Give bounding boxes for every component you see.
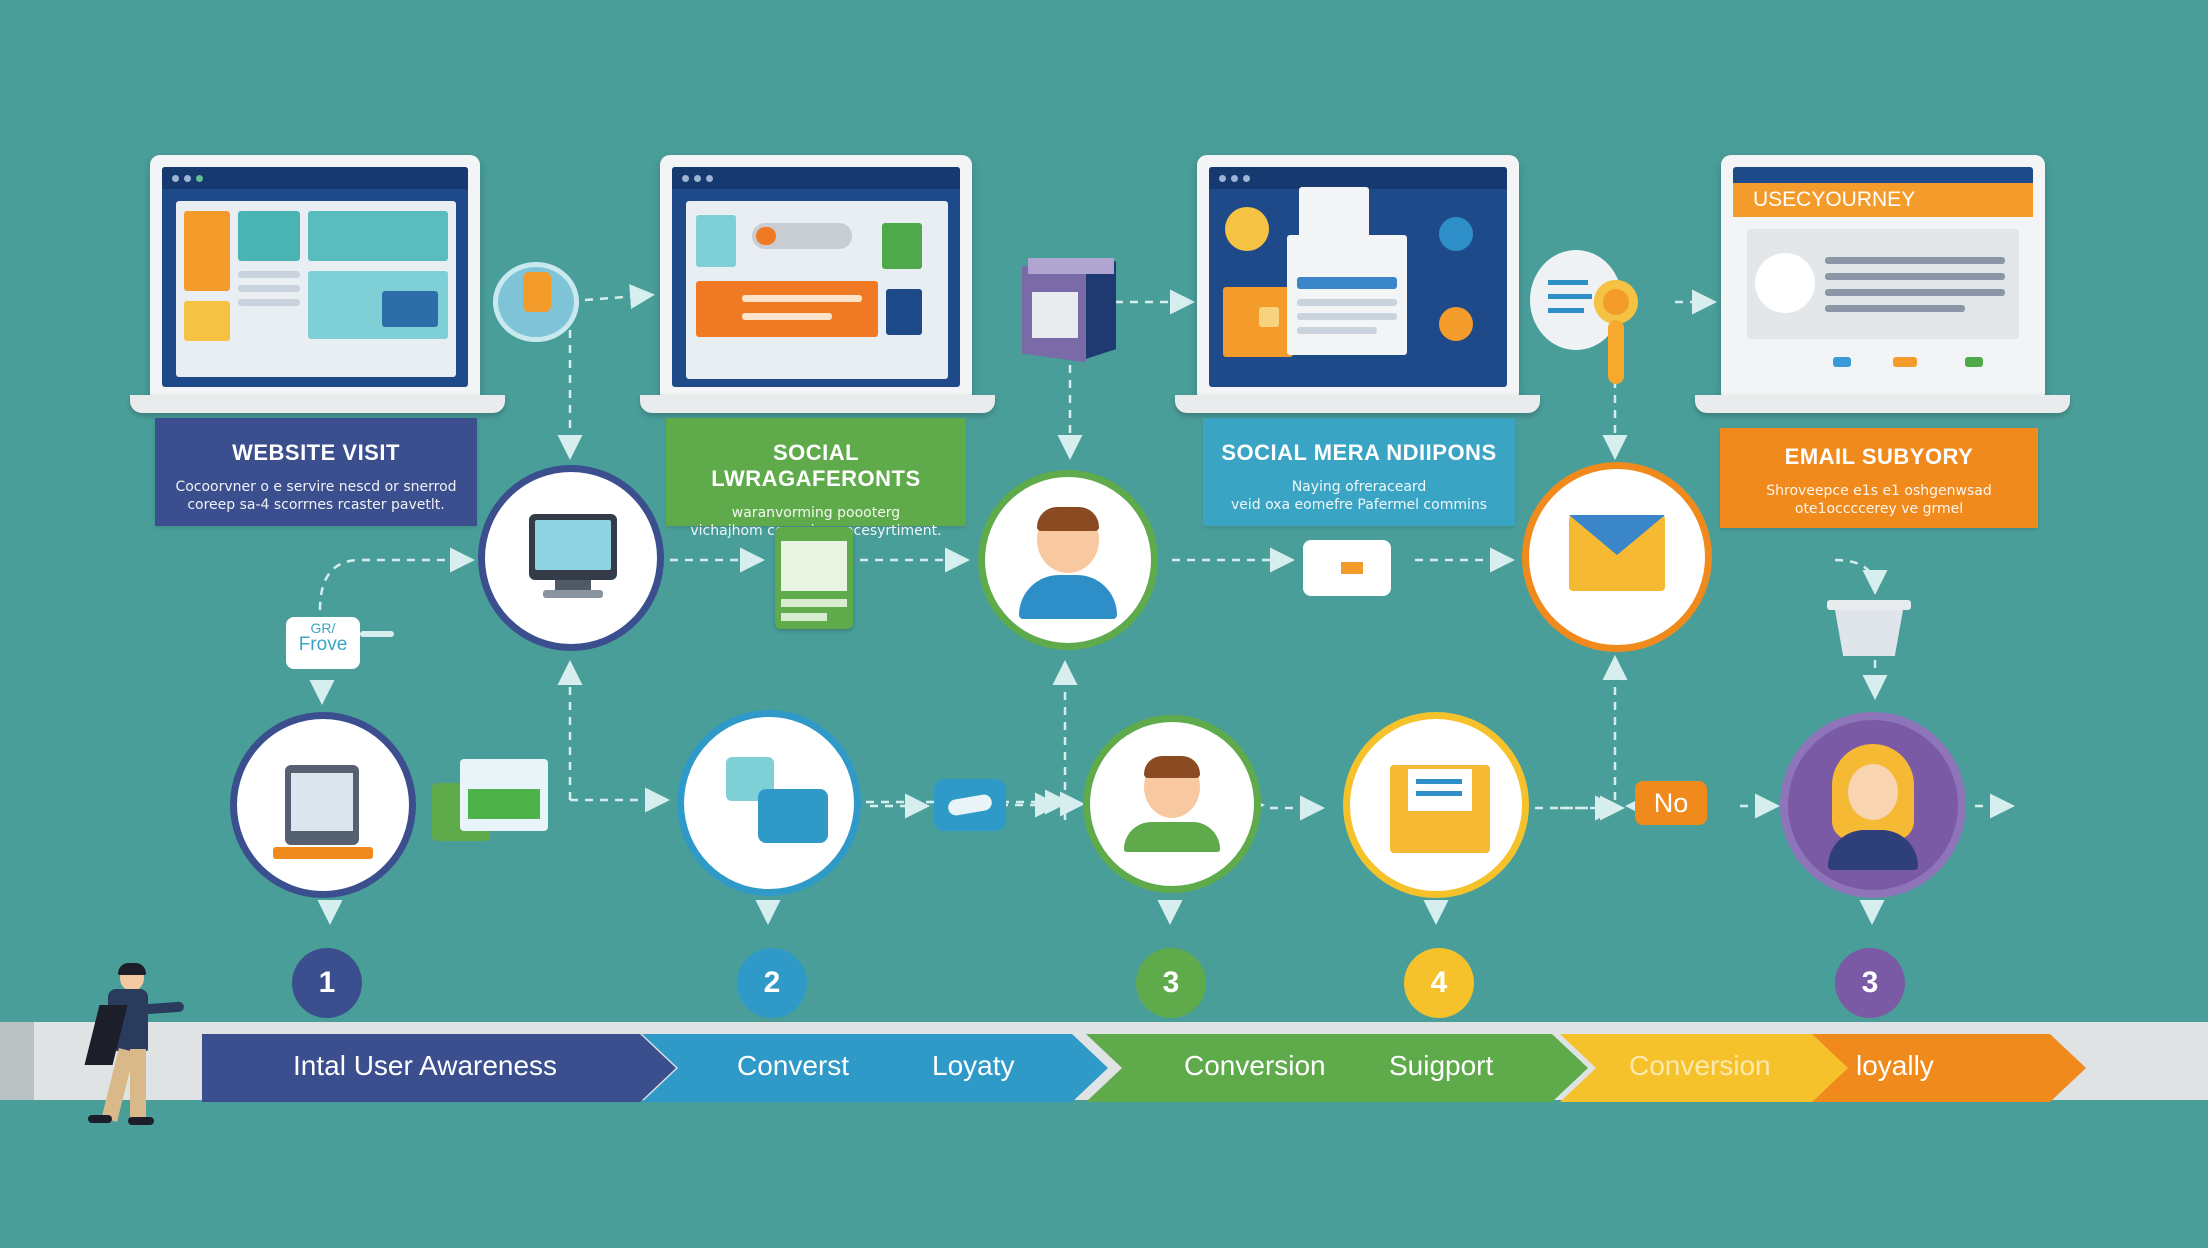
person-icon <box>1037 507 1099 573</box>
monitor-node <box>478 465 664 651</box>
envelope-icon <box>1569 515 1665 591</box>
timeline-label: Conversion <box>1629 1050 1771 1081</box>
card-email: EMAIL SUBYORY Shroveepce e1s e1 oshgenws… <box>1720 428 2038 528</box>
timeline-label: Suigport <box>1389 1050 1494 1081</box>
shopping-basket-icon <box>1827 600 1911 658</box>
woman-node <box>1780 712 1966 898</box>
photo-cards-icon <box>432 755 550 847</box>
timeline-segment-navy <box>202 1034 676 1102</box>
open-envelope-icon <box>1390 765 1490 853</box>
email-node-bottom <box>1343 712 1529 898</box>
screen-header: USECYOURNEY <box>1753 188 1916 211</box>
timeline-segment-green <box>1086 1034 1588 1102</box>
timeline-segment-orange <box>1812 1034 2086 1102</box>
no-tag: No <box>1635 781 1707 825</box>
card-title: EMAIL SUBYORY <box>1784 444 1974 469</box>
laptop-media <box>1175 155 1540 420</box>
tablet-node <box>230 712 416 898</box>
calendar-icon <box>775 527 853 629</box>
person-node-top <box>978 470 1158 650</box>
monitor-icon <box>529 514 617 580</box>
chat-node <box>677 710 861 896</box>
businessman-figure <box>52 963 185 1140</box>
card-title: SOCIAL LWRAGAFERONTS <box>711 440 921 491</box>
laptop-website <box>130 155 505 420</box>
step-badge: 2 <box>737 948 807 1018</box>
card-title: SOCIAL MERA NDIIPONS <box>1221 440 1497 465</box>
globe-icon <box>493 262 579 342</box>
frove-tag: GR/ Frove <box>286 617 360 669</box>
card-title: WEBSITE VISIT <box>232 440 400 465</box>
search-magnifier-icon <box>1530 250 1640 390</box>
person-node-bottom <box>1083 715 1261 893</box>
message-tag-icon <box>1303 540 1391 596</box>
handshake-icon <box>934 779 1006 831</box>
timeline-segment-blue <box>642 1034 1108 1102</box>
laptop-email: USECYOURNEY <box>1695 155 2070 420</box>
step-badge: 3 <box>1136 948 1206 1018</box>
step-badge: 3 <box>1835 948 1905 1018</box>
cube-icon <box>1022 258 1118 363</box>
tag-pin-line <box>360 631 394 637</box>
timeline-label: Converst <box>737 1050 850 1081</box>
smiling-person-icon <box>1144 756 1200 818</box>
timeline-label: Conversion <box>1184 1050 1326 1081</box>
step-badge: 4 <box>1404 948 1474 1018</box>
card-website-visit: WEBSITE VISIT Cocoorvner o e servire nes… <box>155 418 477 526</box>
laptop-social <box>640 155 995 420</box>
card-social: SOCIAL LWRAGAFERONTS waranvorming pooote… <box>666 418 966 539</box>
timeline-label: Loyaty <box>932 1050 1015 1081</box>
timeline-track-shadow <box>0 1022 34 1100</box>
email-node-top <box>1522 462 1712 652</box>
timeline-segment-yellow <box>1560 1034 1856 1102</box>
timeline-label: Intal User Awareness <box>293 1050 558 1081</box>
timeline-label: loyally <box>1856 1050 1934 1081</box>
tablet-icon <box>285 765 359 845</box>
step-badge: 1 <box>292 948 362 1018</box>
